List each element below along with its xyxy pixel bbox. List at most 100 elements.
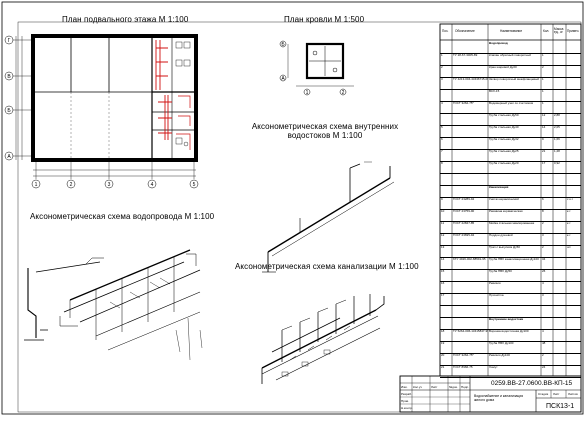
spec-cell-name: Труба ПВХ канализационная Ду100 <box>489 258 539 261</box>
spec-row: 8 Труба стальная Ду20 17 0,92 <box>440 161 581 174</box>
spec-cell-name: Мойка стальная эмалированная <box>489 222 535 225</box>
spec-cell-qty: 2 <box>542 354 544 357</box>
spec-cell-qty: 3 <box>542 234 544 237</box>
axis-column-marker: 5 <box>189 179 199 189</box>
spec-cell-code: ТУ 4213-004-43436715-06 <box>453 78 488 81</box>
spec-cell-code: 6ТУ 4926-002-88591-95 <box>453 258 486 261</box>
spec-cell-pos: 9 <box>441 198 443 201</box>
spec-cell-name: Унитаз керамический <box>489 198 519 201</box>
spec-cell-qty: 48 <box>542 342 546 345</box>
svg-text:А: А <box>7 154 11 160</box>
svg-text:4: 4 <box>151 182 154 188</box>
stamp-sheet-number: ПСК13-1 <box>546 403 575 410</box>
axis-row-marker: А <box>4 151 14 161</box>
spec-cell-mass: 1,66 <box>554 138 560 141</box>
spec-header-name: Наименование <box>500 29 523 33</box>
spec-cell-pos: 6 <box>441 138 443 141</box>
spec-cell-code: ГОСТ 8966-75 <box>453 366 473 369</box>
spec-cell-mass: 0,92 <box>554 162 560 165</box>
spec-cell-name: Ревизия Ду100 <box>489 354 510 357</box>
spec-cell-name: Канализация <box>489 186 509 189</box>
spec-cell-pos: 11 <box>441 222 445 225</box>
stamp-title: Водоснабжение и канализация жилого дома <box>474 394 524 402</box>
spec-cell-pos: 17 <box>441 294 445 297</box>
svg-text:3: 3 <box>108 182 111 188</box>
spec-section-row: Канализация <box>440 185 581 198</box>
spec-cell-note: к-т <box>567 210 571 213</box>
spec-cell-pos: 3 <box>441 78 443 81</box>
spec-cell-pos: 18 <box>441 330 445 333</box>
spec-cell-name: Труба стальная Ду50 <box>489 114 519 117</box>
title-block <box>399 375 582 413</box>
spec-cell-pos: 21 <box>441 366 445 369</box>
spec-cell-code: ТУ 28-67-3005-89 <box>453 54 478 57</box>
spec-header-qty: Кол. <box>543 29 550 33</box>
stamp-col-change: Изм. <box>401 385 408 389</box>
stamp-code: 0259.ВВ-27.0600.ВВ-КП-15 <box>491 380 573 387</box>
spec-cell-name: Труба стальная Ду40 <box>489 126 519 129</box>
spec-cell-name: Ревизия <box>489 282 501 285</box>
spec-cell-name: Раковина керамическая <box>489 210 523 213</box>
svg-text:2: 2 <box>342 90 345 96</box>
spec-cell-pos: 12 <box>441 234 445 237</box>
stamp-col-doc: №док. <box>449 385 458 389</box>
spec-cell-code: ГОСТ 23695-94 <box>453 234 475 237</box>
spec-cell-name: Труба стальная Ду20 <box>489 162 519 165</box>
spec-section-row: Водопровод <box>440 41 581 54</box>
spec-cell-name: Поддон душевой <box>489 234 513 237</box>
spec-cell-qty: 2 <box>542 246 544 249</box>
spec-cell-note: с к-т <box>567 198 574 201</box>
spec-cell-name: Воронка водосточная Ду100 <box>489 330 529 333</box>
title-axo-sewer: Аксонометрическая схема канализации М 1:… <box>235 262 419 271</box>
spec-cell-pos: 2 <box>441 66 443 69</box>
spec-cell-name: Внутренние водостоки <box>489 318 524 321</box>
spec-cell-qty: 12 <box>542 114 546 117</box>
exterior-walls <box>31 34 198 162</box>
spec-cell-code: ГОСТ 23759-90 <box>453 210 475 213</box>
spec-cell-pos: 8 <box>441 162 443 165</box>
spec-row <box>440 173 581 186</box>
stamp-role-norm: Н.контр. <box>401 406 413 410</box>
spec-cell-name: Затвор поворотный межфланцевый <box>489 78 539 81</box>
svg-text:Б: Б <box>7 108 11 114</box>
axis-row-marker: В <box>4 71 14 81</box>
spec-cell-name: Прочистка <box>489 294 504 297</box>
spec-cell-name: Клапан обратный поворотный <box>489 54 531 57</box>
axis-column-marker: 2 <box>66 179 76 189</box>
spec-cell-qty: 24 <box>542 366 546 369</box>
spec-cell-qty: 14 <box>542 126 546 129</box>
spec-cell-mass: 1,28 <box>554 150 560 153</box>
svg-text:Б: Б <box>281 42 285 48</box>
roof-outline <box>305 42 345 80</box>
spec-cell-name: ВСХ-15 <box>489 90 500 93</box>
spec-cell-mass: 2,05 <box>554 126 560 129</box>
spec-cell-qty: 2 <box>542 66 544 69</box>
roof-drain <box>332 67 338 73</box>
svg-text:А: А <box>281 76 285 82</box>
title-axo-water: Аксонометрическая схема водопровода М 1:… <box>30 212 215 221</box>
spec-cell-name: Водопровод <box>489 42 508 45</box>
spec-cell-qty: 17 <box>542 162 546 165</box>
axis-row-marker: Б <box>4 105 14 115</box>
spec-cell-qty: 3 <box>542 294 544 297</box>
spec-cell-name: Водомерный узел со счетчиком <box>489 102 534 105</box>
spec-cell-qty: 21 <box>542 150 546 153</box>
spec-cell-pos: 7 <box>441 150 443 153</box>
